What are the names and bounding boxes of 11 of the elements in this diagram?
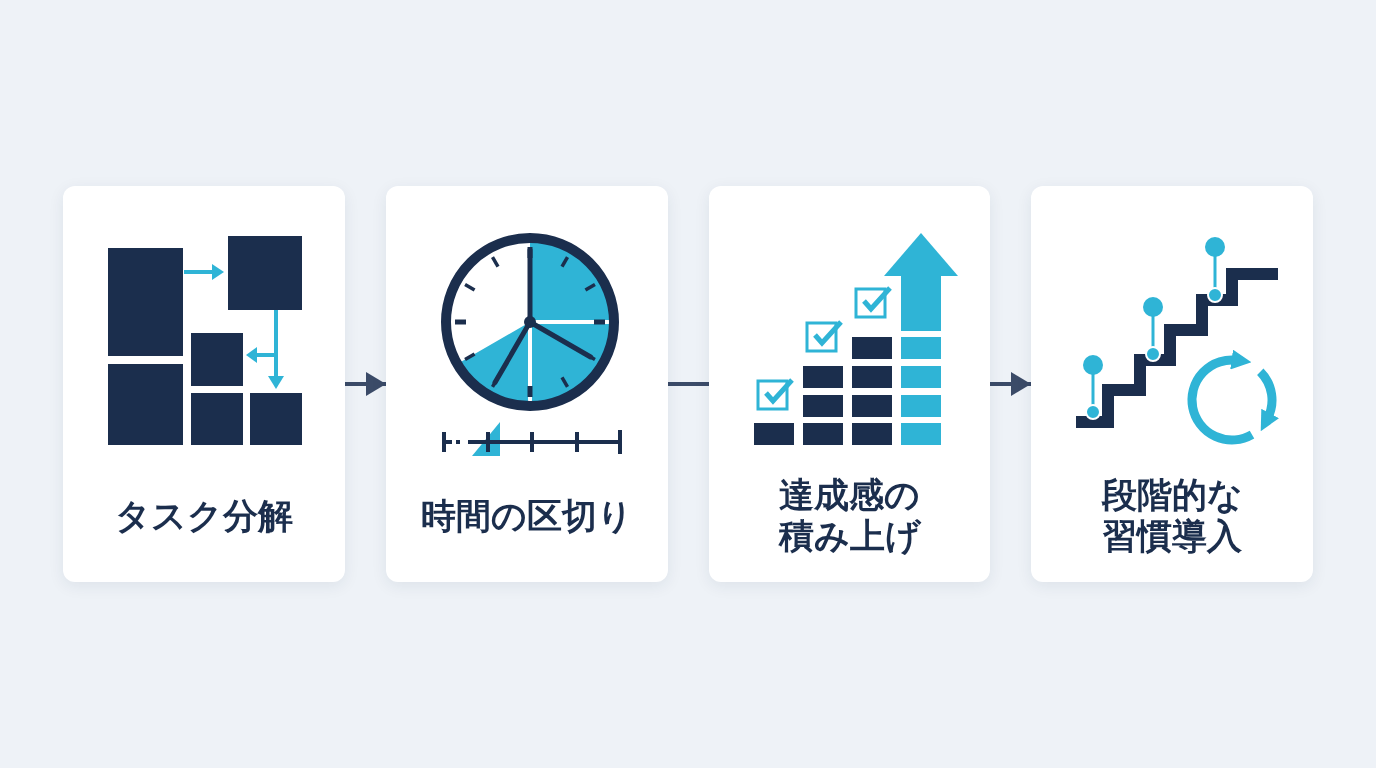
step-card	[386, 186, 668, 582]
step-title: タスク分解	[115, 495, 293, 537]
step-title: 段階的な習慣導入	[1100, 475, 1244, 557]
step-title: 達成感の積み上げ	[777, 475, 923, 557]
step-card	[709, 186, 990, 582]
connector-line	[668, 382, 709, 386]
arrow	[345, 372, 386, 396]
step-title: 時間の区切り	[421, 495, 633, 537]
step-card	[1031, 186, 1313, 582]
arrow	[990, 372, 1031, 396]
step-card	[63, 186, 345, 582]
